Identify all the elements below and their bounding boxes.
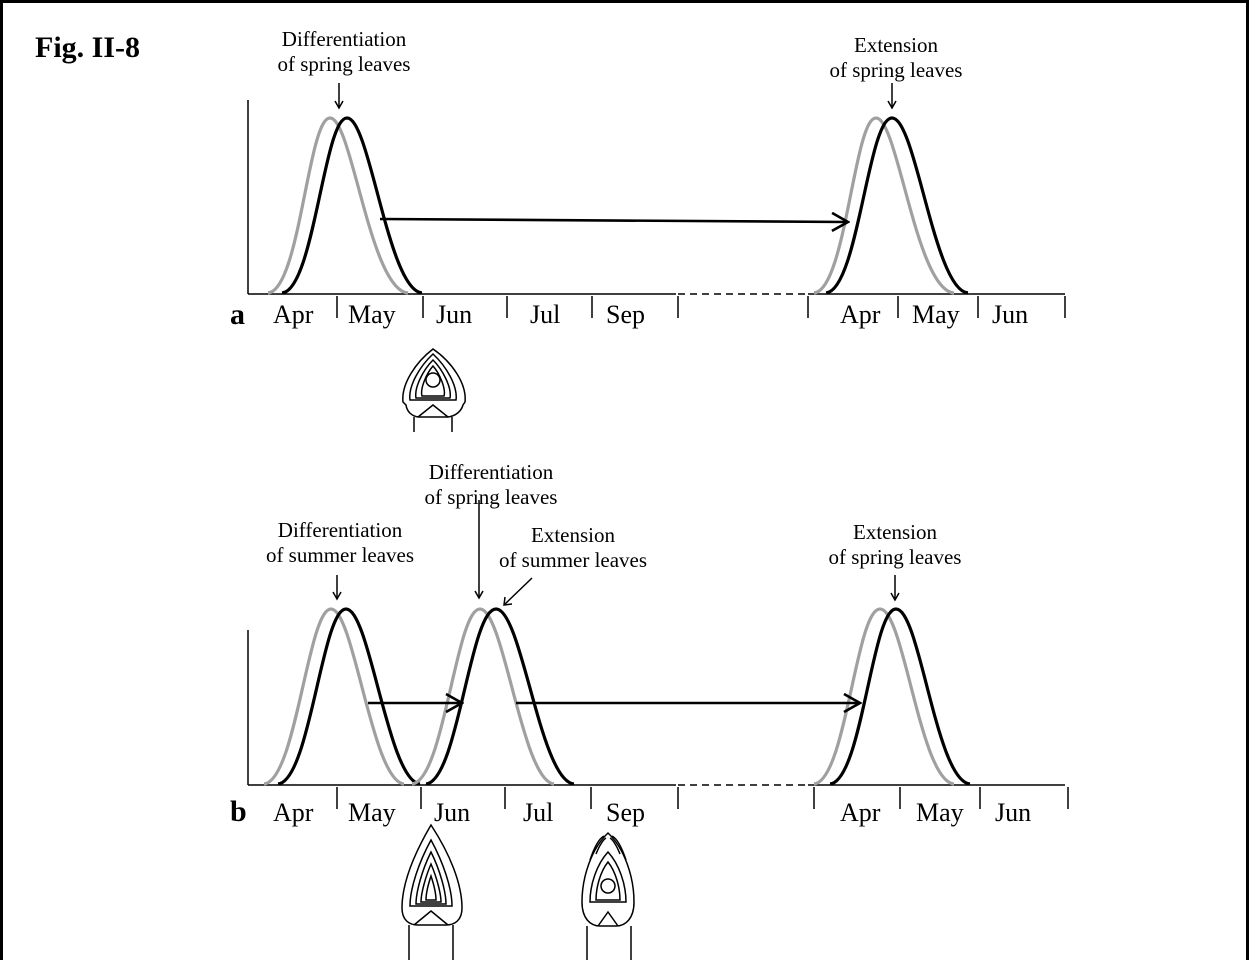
elongated-bud-icon (401, 823, 463, 960)
annotation-extension-spring: Extension of spring leaves (828, 520, 962, 569)
month-label: Apr (273, 798, 314, 827)
month-label: Apr (840, 798, 881, 827)
previous-year-curve (267, 116, 409, 295)
month-label: Jun (434, 798, 471, 827)
previous-year-curve (263, 607, 405, 786)
month-label: Jun (992, 300, 1029, 329)
current-year-curve (829, 607, 971, 786)
bud-icon (402, 348, 466, 432)
annotation-extension-summer: Extension of summer leaves (498, 523, 648, 572)
current-year-curve (825, 116, 969, 295)
bud-with-spring-leaves-icon (581, 831, 635, 960)
month-ticks (336, 296, 1066, 318)
panel-b (247, 500, 1069, 960)
previous-year-curve (411, 607, 555, 786)
annotation-differentiation-spring: Differentiation of spring leaves (277, 27, 411, 76)
previous-year-curve (813, 116, 955, 295)
month-label: May (348, 300, 396, 329)
month-label: Sep (606, 300, 645, 329)
month-label: Jul (523, 798, 554, 827)
month-label: May (348, 798, 396, 827)
annotation-differentiation-spring: Differentiation of spring leaves (424, 460, 558, 509)
panel-a (247, 83, 1066, 432)
figure-title: Fig. II-8 (35, 31, 140, 64)
previous-year-curve (813, 607, 955, 786)
month-label: Jun (995, 798, 1032, 827)
pointer-arrow (504, 577, 533, 605)
current-year-curve (277, 607, 421, 786)
month-label: Jun (436, 300, 473, 329)
month-label: Apr (273, 300, 314, 329)
annotation-extension-spring: Extension of spring leaves (829, 33, 963, 82)
panel-letter-a: a (230, 298, 245, 331)
month-label: May (912, 300, 960, 329)
current-year-curve (425, 607, 575, 786)
panel-letter-b: b (230, 795, 247, 828)
annotation-differentiation-summer: Differentiation of summer leaves (265, 518, 415, 567)
carryover-arrow (379, 219, 848, 222)
month-label: Jul (530, 300, 561, 329)
month-label: Apr (840, 300, 881, 329)
month-label: May (916, 798, 964, 827)
month-ticks (336, 787, 1069, 809)
current-year-curve (281, 116, 423, 295)
month-label: Sep (606, 798, 645, 827)
